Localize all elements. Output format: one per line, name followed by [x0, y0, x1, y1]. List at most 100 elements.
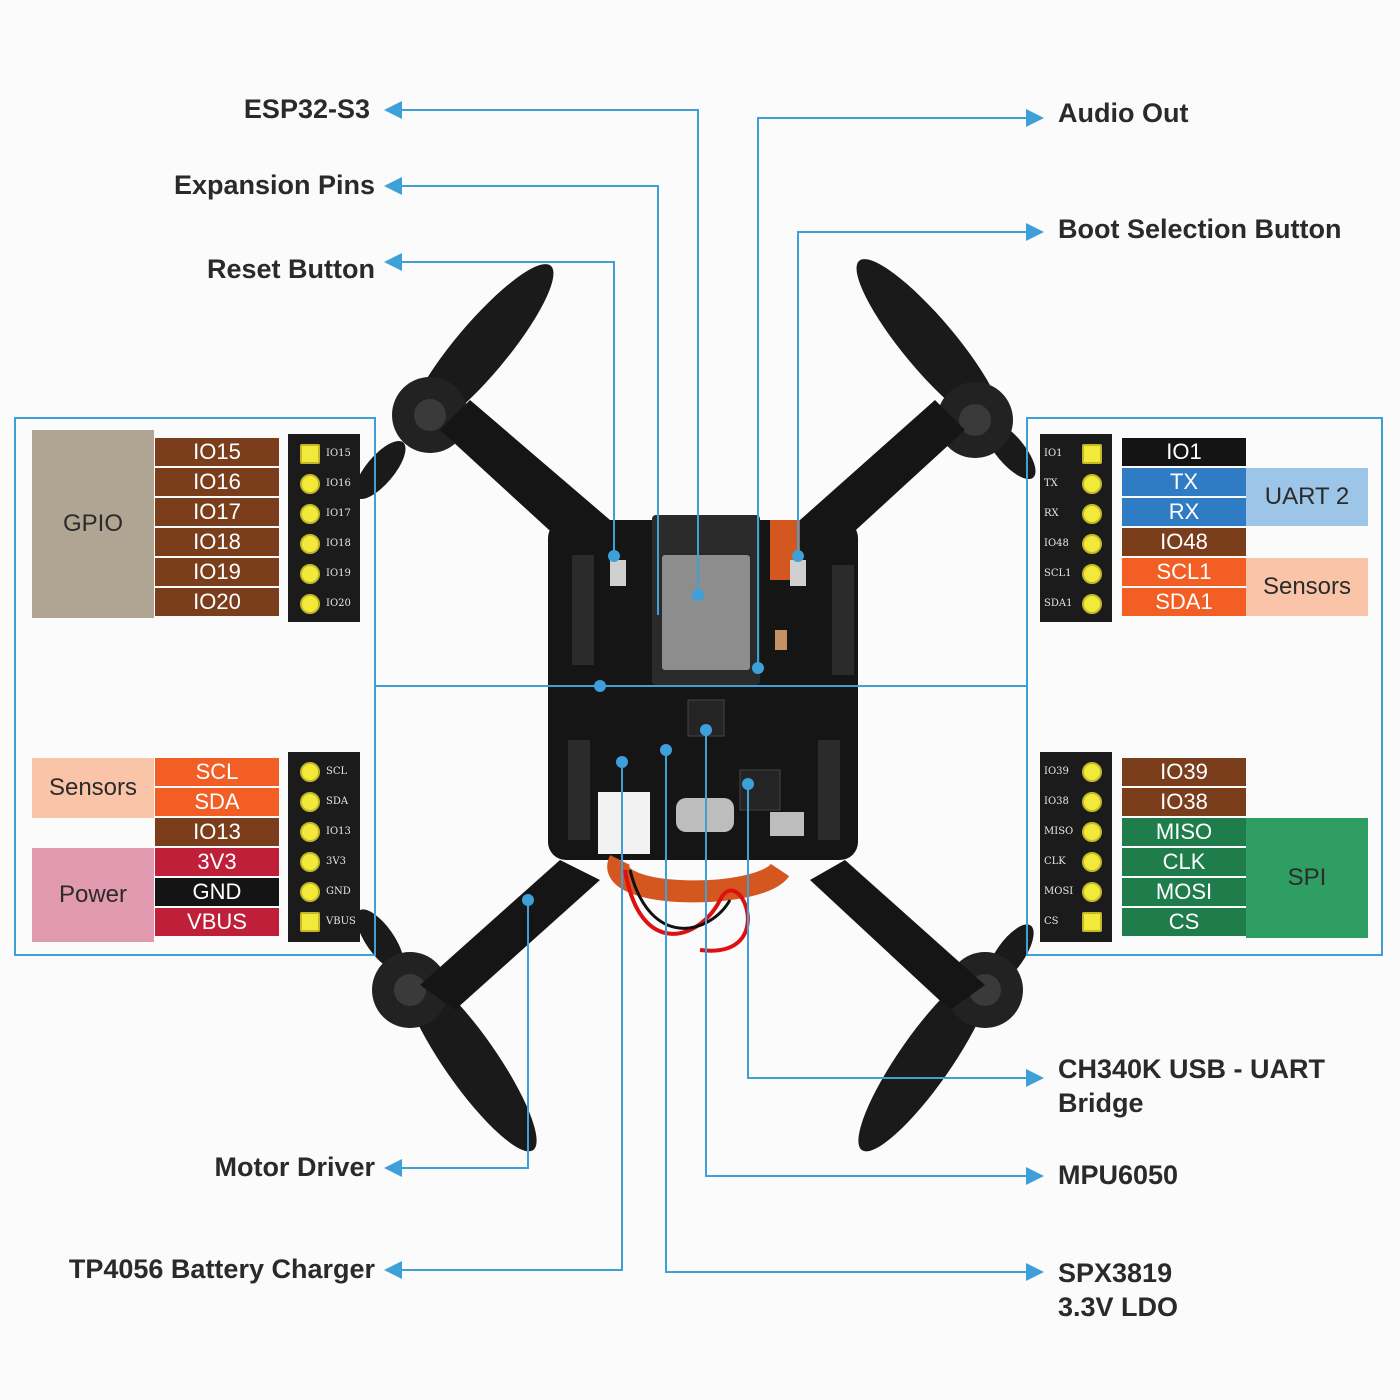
header-pin — [1082, 594, 1102, 614]
silk-label: SCL — [326, 766, 348, 777]
header-pin — [300, 594, 320, 614]
pin-header: IO15 IO16 IO17 IO18 IO19 IO20 — [288, 434, 360, 622]
pin-label: CS — [1122, 908, 1246, 936]
pin-header: SCL SDA IO13 3V3 GND VBUS — [288, 752, 360, 942]
silk-label: GND — [326, 886, 351, 897]
label-mpu6050: MPU6050 — [1058, 1160, 1179, 1190]
header-pin — [300, 852, 320, 872]
pin-label: SDA — [155, 788, 279, 816]
pin-label: SCL1 — [1122, 558, 1246, 586]
silk-label: IO18 — [326, 538, 351, 549]
label-ch340k-line2: Bridge — [1058, 1088, 1144, 1118]
pin-label: IO39 — [1122, 758, 1246, 786]
pin-label: IO15 — [155, 438, 279, 466]
pin-label: IO18 — [155, 528, 279, 556]
silk-label: MISO — [1044, 826, 1074, 837]
pin-label: RX — [1122, 498, 1246, 526]
pin-label: IO48 — [1122, 528, 1246, 556]
silk-label: IO20 — [326, 598, 351, 609]
silk-label: SDA1 — [1044, 598, 1073, 609]
header-pin — [300, 912, 320, 932]
header-pin — [300, 564, 320, 584]
pin-header: IO39 IO38 MISO CLK MOSI CS — [1040, 752, 1112, 942]
silk-label: TX — [1044, 478, 1058, 489]
label-expansion-pins: Expansion Pins — [173, 170, 375, 200]
header-pin — [1082, 912, 1102, 932]
label-spx3819: SPX3819 3.3V LDO — [1058, 1256, 1178, 1324]
group-power: Power — [32, 848, 154, 942]
header-pin — [1082, 534, 1102, 554]
silk-label: IO48 — [1044, 538, 1069, 549]
label-audio-out: Audio Out — [1058, 98, 1189, 128]
pin-label: IO17 — [155, 498, 279, 526]
group-sensors-left: Sensors — [32, 758, 154, 818]
propeller-icon — [356, 909, 537, 1152]
header-pin — [1082, 504, 1102, 524]
header-pin — [1082, 882, 1102, 902]
silk-label: CLK — [1044, 856, 1066, 867]
drone-frame — [354, 259, 1036, 1152]
silk-label: VBUS — [326, 916, 356, 927]
group-gpio: GPIO — [32, 430, 154, 618]
header-pin — [1082, 822, 1102, 842]
pin-label: IO1 — [1122, 438, 1246, 466]
silk-label: IO16 — [326, 478, 351, 489]
header-pin — [300, 762, 320, 782]
propeller-icon — [856, 259, 1036, 480]
pin-label: MISO — [1122, 818, 1246, 846]
leader-lines — [395, 109, 1030, 1273]
header-pin — [1082, 564, 1102, 584]
pin-label: TX — [1122, 468, 1246, 496]
label-boot-selection-button: Boot Selection Button — [1058, 214, 1342, 244]
silk-label: IO1 — [1044, 448, 1063, 459]
group-uart2: UART 2 — [1246, 468, 1368, 526]
header-pin — [1082, 474, 1102, 494]
label-esp32-s3: ESP32-S3 — [243, 94, 370, 124]
pin-label: CLK — [1122, 848, 1246, 876]
header-pin — [300, 474, 320, 494]
pin-label: VBUS — [155, 908, 279, 936]
silk-label: SDA — [326, 796, 349, 807]
propeller-icon — [354, 264, 554, 500]
label-tp4056: TP4056 Battery Charger — [68, 1254, 375, 1284]
silk-label: MOSI — [1044, 886, 1074, 897]
silk-label: IO13 — [326, 826, 351, 837]
header-pin — [300, 882, 320, 902]
pin-label: IO16 — [155, 468, 279, 496]
header-pin — [1082, 792, 1102, 812]
silk-label: IO15 — [326, 448, 351, 459]
header-pin — [1082, 852, 1102, 872]
silk-label: 3V3 — [326, 856, 346, 867]
header-pin — [1082, 444, 1102, 464]
header-pin — [300, 534, 320, 554]
silk-label: IO19 — [326, 568, 351, 579]
group-sensors-right: Sensors — [1246, 558, 1368, 616]
silk-label: IO17 — [326, 508, 351, 519]
label-ch340k-line1: CH340K USB - UART — [1058, 1054, 1326, 1084]
header-pin — [300, 504, 320, 524]
pin-label: IO20 — [155, 588, 279, 616]
silk-label: IO38 — [1044, 796, 1069, 807]
pin-label: IO19 — [155, 558, 279, 586]
silk-label: IO39 — [1044, 766, 1069, 777]
header-pin — [300, 444, 320, 464]
group-spi: SPI — [1246, 818, 1368, 938]
pin-label: SCL — [155, 758, 279, 786]
label-ch340k: CH340K USB - UART Bridge — [1058, 1052, 1325, 1120]
header-pin — [300, 822, 320, 842]
pin-label: IO13 — [155, 818, 279, 846]
callout-frames — [14, 417, 1383, 956]
pin-label: MOSI — [1122, 878, 1246, 906]
battery-connector-icon — [598, 792, 650, 854]
silk-label: SCL1 — [1044, 568, 1072, 579]
header-pin — [300, 792, 320, 812]
pin-label: GND — [155, 878, 279, 906]
label-reset-button: Reset Button — [207, 254, 375, 284]
silk-label: CS — [1044, 916, 1059, 927]
pin-header: IO1 TX RX IO48 SCL1 SDA1 — [1040, 434, 1112, 622]
arrow-icon — [384, 101, 1044, 1281]
pin-label: SDA1 — [1122, 588, 1246, 616]
leader-dots — [522, 550, 804, 906]
silk-label: RX — [1044, 508, 1059, 519]
